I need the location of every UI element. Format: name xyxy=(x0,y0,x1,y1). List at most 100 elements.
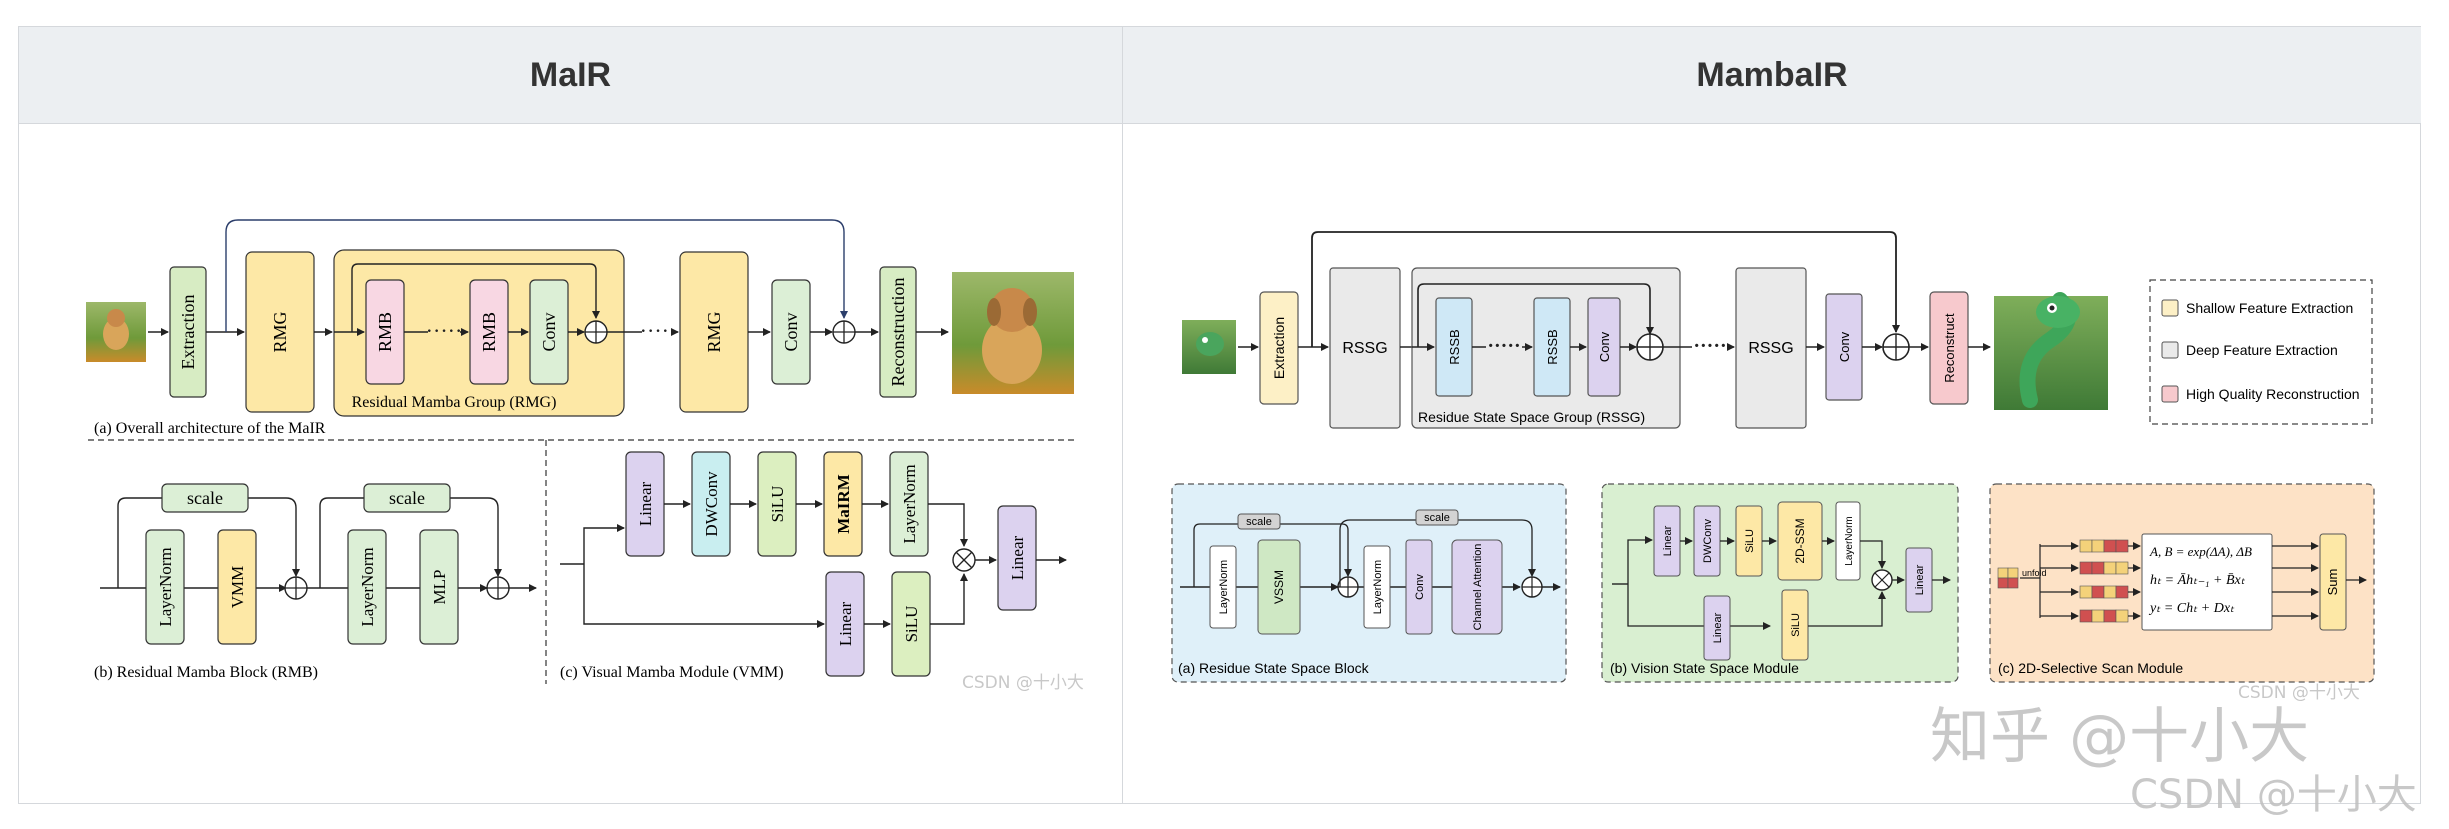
svg-text:·····: ····· xyxy=(426,318,463,343)
mair-vmm-diagram: Linear DWConv SiLU MaIRM LayerNorm Linea… xyxy=(560,451,1067,681)
scale-label-1: scale xyxy=(1246,516,1272,528)
layernorm-block-1 xyxy=(1209,545,1237,629)
svg-text:·····: ····· xyxy=(1487,335,1520,357)
mair-watermark: CSDN @十小大 xyxy=(962,673,1084,693)
layernorm-label-1: LayerNorm xyxy=(1218,560,1230,614)
output-snake-image xyxy=(1994,292,2108,410)
scale-box-2 xyxy=(1415,509,1459,526)
sum-label: Sum xyxy=(2325,569,2340,596)
unfold-label: unfold xyxy=(2022,568,2047,578)
rmb-label-1: RMB xyxy=(375,312,395,352)
reconstruct-label: Reconstruct xyxy=(1942,313,1957,383)
linear-label-1: Linear xyxy=(1662,525,1674,556)
scan-sequences xyxy=(2040,539,2141,623)
silu-label-2: SiLU xyxy=(1790,613,1802,637)
scale-box-1 xyxy=(1237,513,1281,530)
scale-box-1 xyxy=(161,483,249,513)
vssm-block xyxy=(1257,539,1301,635)
linear-out-block xyxy=(997,505,1037,611)
scan-caption: (c) 2D-Selective Scan Module xyxy=(1998,660,2183,676)
linear-label-2: Linear xyxy=(1712,612,1724,643)
mairm-label: MaIRM xyxy=(834,474,853,533)
scale-label-2: scale xyxy=(389,488,425,508)
conv-label: Conv xyxy=(781,312,801,351)
mair-overall-architecture: Extraction RMG RMB ····· RMB Conv xyxy=(86,219,1074,437)
rmg-group-label: Residual Mamba Group (RMG) xyxy=(352,394,557,411)
linear-out-label: Linear xyxy=(1914,564,1926,595)
vssm-caption: (b) Vision State Space Module xyxy=(1610,660,1799,676)
svg-text:·····: ····· xyxy=(1693,335,1726,357)
multiply-icon xyxy=(952,548,976,572)
dwconv-label: DWConv xyxy=(702,471,721,537)
silu-label-1: SiLU xyxy=(1744,529,1756,553)
layernorm-label: LayerNorm xyxy=(900,464,919,543)
mlp-block xyxy=(419,529,459,645)
conv-in-group-label: Conv xyxy=(1597,331,1612,362)
svg-text:·····: ····· xyxy=(640,318,677,343)
scale-box-2 xyxy=(363,483,451,513)
vmm-label: VMM xyxy=(228,566,247,609)
extraction-block xyxy=(1259,291,1299,405)
add-icon xyxy=(1636,333,1664,361)
legend: Shallow Feature Extraction Deep Feature … xyxy=(2149,279,2373,425)
vmm-caption: (c) Visual Mamba Module (VMM) xyxy=(560,664,784,681)
add-icon xyxy=(486,576,510,600)
mair-rmb-diagram: scale LayerNorm VMM scale LayerNorm MLP … xyxy=(94,483,537,681)
legend-swatch-deep xyxy=(2161,341,2179,359)
output-dog-image xyxy=(952,272,1074,394)
extraction-label: Extraction xyxy=(1271,317,1287,379)
rssb-label-2: RSSB xyxy=(1545,329,1560,364)
vmm-block xyxy=(217,529,257,645)
mambair-overall-architecture: Extraction RSSG RSSB ····· RSSB Conv Res… xyxy=(1182,231,2373,429)
rmg-label-2: RMG xyxy=(704,311,724,352)
input-snake-image xyxy=(1182,320,1236,374)
layernorm-label-2: LayerNorm xyxy=(1372,560,1384,614)
mambair-watermark-small: CSDN @十小大 xyxy=(2238,683,2360,703)
equation-3: yₜ = Chₜ + Dxₜ xyxy=(2148,601,2235,616)
linear-label-2: Linear xyxy=(836,601,855,646)
channel-attention-label: Channel Attention xyxy=(1472,544,1484,631)
mambair-column-header: MambaIR xyxy=(1123,27,2421,124)
silu-block-2 xyxy=(1781,589,1809,661)
vssm-label: VSSM xyxy=(1272,570,1286,604)
silu-label-1: SiLU xyxy=(768,486,787,523)
add-icon xyxy=(1521,576,1543,598)
layernorm-label-2: LayerNorm xyxy=(358,547,377,626)
layernorm-block-2 xyxy=(1363,545,1391,629)
column-divider xyxy=(1122,123,1123,804)
conv-block xyxy=(1405,539,1433,635)
selective-scan-module: unfold A, B = exp(ΔA), ΔB hₜ = Āhₜ₋₁ + B… xyxy=(1989,483,2375,683)
overall-caption: (a) Overall architecture of the MaIR xyxy=(94,420,326,437)
scale-label-1: scale xyxy=(187,488,223,508)
rssb-caption: (a) Residue State Space Block xyxy=(1178,660,1370,676)
equation-box xyxy=(2141,533,2273,631)
comparison-table: MaIR MambaIR xyxy=(18,26,2421,804)
rssg-group-label: Residue State Space Group (RSSG) xyxy=(1418,409,1645,425)
legend-swatch-shallow xyxy=(2161,299,2179,317)
rssg-label-2: RSSG xyxy=(1748,340,1793,357)
legend-label-deep: Deep Feature Extraction xyxy=(2186,342,2338,358)
rssg-label-1: RSSG xyxy=(1342,340,1387,357)
legend-label-hq: High Quality Reconstruction xyxy=(2186,386,2360,402)
vision-state-space-module: Linear DWConv SiLU 2D-SSM LayerNorm Line… xyxy=(1601,483,1959,683)
add-icon xyxy=(284,576,308,600)
add-icon xyxy=(584,320,608,344)
layernorm-block-2 xyxy=(347,529,387,645)
zhihu-watermark: 知乎 @十小大 xyxy=(1930,702,2310,772)
conv-label: Conv xyxy=(1414,574,1426,600)
conv-in-group-label: Conv xyxy=(539,312,559,351)
mlp-label: MLP xyxy=(430,570,449,605)
linear-label-1: Linear xyxy=(636,481,655,526)
rmb-label-2: RMB xyxy=(479,312,499,352)
dwconv-label: DWConv xyxy=(1702,519,1714,564)
reconstruction-label: Reconstruction xyxy=(888,278,908,387)
layernorm-block-1 xyxy=(145,529,185,645)
silu-label-2: SiLU xyxy=(902,606,921,643)
mambair-diagram: Extraction RSSG RSSB ····· RSSB Conv Res… xyxy=(1171,231,2375,683)
conv-label: Conv xyxy=(1837,331,1852,362)
legend-swatch-hq xyxy=(2161,385,2179,403)
legend-label-shallow: Shallow Feature Extraction xyxy=(2186,300,2353,316)
rssg-block-2 xyxy=(1735,267,1807,429)
input-patch-grid xyxy=(1997,567,2019,589)
